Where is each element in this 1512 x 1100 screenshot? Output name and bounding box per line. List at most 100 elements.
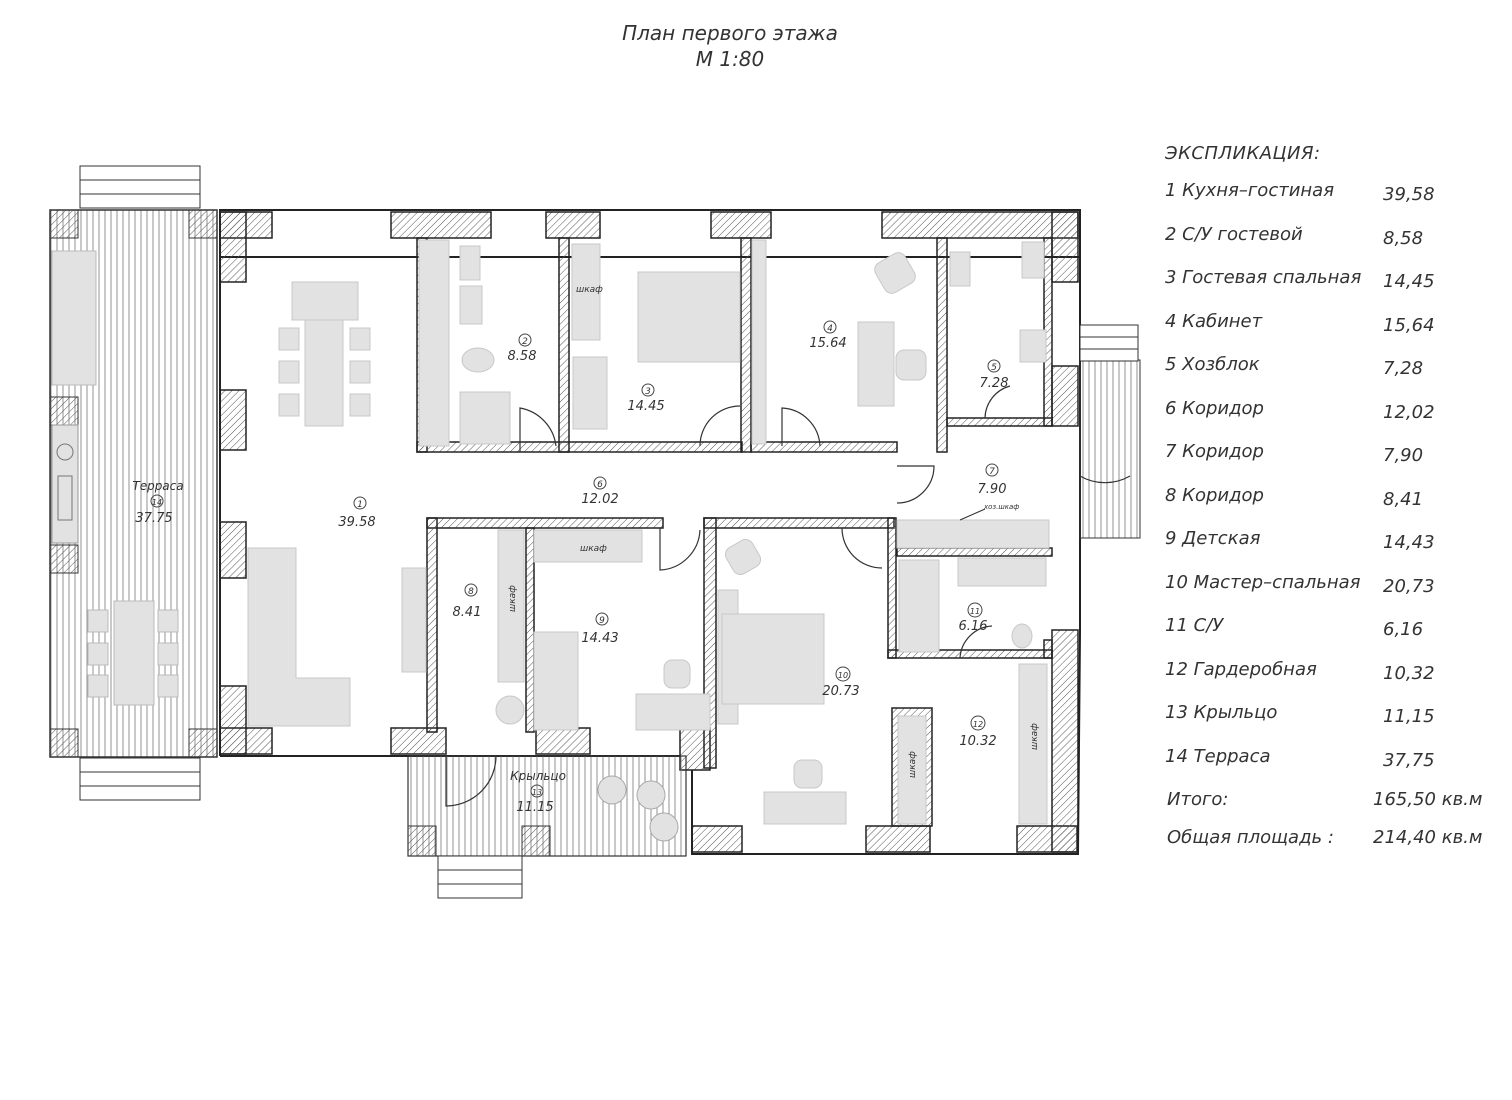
legend-room-area: 6,16: [1383, 619, 1424, 640]
room-number: 5: [991, 363, 997, 373]
total-value: 165,50 кв.м: [1373, 789, 1483, 810]
room-number: 1: [357, 500, 363, 510]
legend-room-area: 7,90: [1383, 445, 1424, 466]
legend-row: 4 Кабинет 15,64: [1165, 311, 1505, 355]
legend-row: 3 Гостевая спальная 14,45: [1165, 267, 1505, 311]
legend-room-area: 8,41: [1383, 488, 1424, 510]
room-name: Крыльцо: [510, 769, 566, 783]
room-number: 10: [838, 671, 848, 680]
total-label: Итого:: [1167, 789, 1229, 810]
room-labels: 1 39.58 2 8.58 3 14.45 4 15.64 5 7.28 6 …: [132, 320, 1019, 815]
room-area: 7.90: [978, 482, 1007, 497]
room-number: 7: [989, 467, 995, 477]
room-area: 12.02: [581, 492, 618, 507]
legend-room-name: 6 Коридор: [1165, 397, 1264, 419]
room-area: 14.43: [581, 631, 618, 646]
legend-row: 6 Коридор 12,02: [1165, 398, 1505, 442]
wardrobe-labels: шкаф шкаф шкаф шкаф шкаф: [508, 285, 1040, 778]
room-8: 8 8.41: [453, 583, 481, 620]
legend-room-area: 37,75: [1383, 749, 1435, 771]
legend-room-area: 14,45: [1383, 271, 1435, 292]
room-name: Терраса: [132, 479, 183, 493]
utility-wardrobe-label: хоз.шкаф: [983, 503, 1019, 511]
legend-room-name: 1 Кухня–гостиная: [1165, 180, 1335, 201]
room-2: 2 8.58: [508, 333, 537, 364]
room-9: 9 14.43: [581, 612, 619, 646]
legend-room-area: 10,32: [1383, 662, 1435, 684]
room-area: 7.28: [980, 376, 1009, 391]
room-area: 8.58: [508, 349, 537, 364]
legend-room-name: 13 Крыльцо: [1165, 702, 1278, 723]
room-number: 8: [468, 587, 474, 597]
plan-title-line1: План первого этажа: [622, 21, 838, 45]
room-area: 14.45: [627, 399, 664, 414]
doors: [445, 385, 1131, 807]
room-12: 12 10.32: [959, 715, 997, 749]
legend-room-area: 12,02: [1383, 401, 1435, 423]
porch: [407, 755, 687, 899]
wardrobe-label: шкаф: [1030, 723, 1040, 750]
legend-gross: Общая площадь :214,40 кв.м: [1165, 827, 1505, 865]
legend-room-name: 7 Коридор: [1165, 441, 1264, 462]
legend-room-area: 39,58: [1383, 184, 1435, 205]
furniture: [247, 239, 1050, 825]
wardrobe-label: шкаф: [508, 585, 518, 612]
legend-row: 8 Коридор 8,41: [1165, 485, 1505, 529]
room-area: 15.64: [809, 336, 846, 351]
room-number: 6: [597, 480, 603, 490]
legend-room-name: 8 Коридор: [1165, 484, 1264, 506]
legend-room-area: 20,73: [1383, 575, 1435, 597]
legend-room-name: 4 Кабинет: [1165, 310, 1263, 332]
room-area: 39.58: [338, 515, 375, 530]
legend-room-name: 14 Терраса: [1165, 745, 1271, 767]
room-10: 10 20.73: [822, 666, 860, 699]
legend-total: Итого: 165,50 кв.м: [1165, 789, 1505, 827]
room-area: 6.16: [959, 619, 988, 634]
room-4: 4 15.64: [809, 320, 847, 351]
legend-row: 2 С/У гостевой 8,58: [1165, 224, 1505, 268]
room-1: 1 39.58: [338, 496, 376, 530]
room-number: 4: [827, 324, 833, 334]
legend-room-area: 11,15: [1383, 706, 1435, 727]
wardrobe-label: шкаф: [908, 751, 918, 778]
legend-row: 7 Коридор 7,90: [1165, 441, 1505, 485]
legend-room-name: 12 Гардеробная: [1165, 658, 1317, 680]
explication-legend: ЭКСПЛИКАЦИЯ: 1 Кухня–гостиная 39,58 2 С/У…: [1165, 140, 1505, 865]
room-number: 13: [532, 788, 542, 797]
legend-row: 12 Гардеробная 10,32: [1165, 659, 1505, 703]
legend-row: 14 Терраса 37,75: [1165, 746, 1505, 790]
legend-row: 10 Мастер–спальная 20,73: [1165, 572, 1505, 616]
legend-room-name: 10 Мастер–спальная: [1165, 571, 1361, 593]
room-13: Крыльцо 13 11.15: [510, 769, 566, 815]
side-steps: [1079, 324, 1141, 539]
room-number: 14: [152, 498, 162, 507]
room-area: 20.73: [822, 684, 859, 699]
room-area: 11.15: [516, 800, 553, 815]
legend-row: 13 Крыльцо 11,15: [1165, 702, 1505, 746]
room-area: 10.32: [959, 734, 996, 749]
terrace: [49, 165, 218, 801]
legend-room-name: 3 Гостевая спальная: [1165, 267, 1362, 288]
room-6: 6 12.02: [581, 476, 619, 507]
room-11: 11 6.16: [959, 602, 988, 634]
legend-room-name: 9 Детская: [1165, 528, 1261, 549]
legend-room-area: 14,43: [1383, 532, 1435, 553]
room-7: 7 7.90 хоз.шкаф: [959, 463, 1019, 521]
legend-room-area: 8,58: [1383, 227, 1424, 249]
legend-heading: ЭКСПЛИКАЦИЯ:: [1165, 143, 1321, 164]
legend-room-name: 2 С/У гостевой: [1165, 223, 1303, 245]
room-area: 37.75: [135, 511, 172, 526]
room-number: 12: [973, 720, 983, 729]
legend-room-name: 5 Хозблок: [1165, 354, 1260, 375]
legend-row: 9 Детская 14,43: [1165, 528, 1505, 572]
wardrobe-label: шкаф: [580, 544, 607, 554]
plan-title: План первого этажа М 1:80: [580, 20, 880, 72]
room-5: 5 7.28: [980, 359, 1009, 391]
legend-room-area: 15,64: [1383, 314, 1435, 336]
room-number: 11: [970, 607, 980, 616]
legend-row: 11 С/У 6,16: [1165, 615, 1505, 659]
legend-room-name: 11 С/У: [1165, 615, 1224, 636]
legend-row: 1 Кухня–гостиная 39,58: [1165, 180, 1505, 224]
room-14: Терраса 14 37.75: [132, 479, 183, 526]
